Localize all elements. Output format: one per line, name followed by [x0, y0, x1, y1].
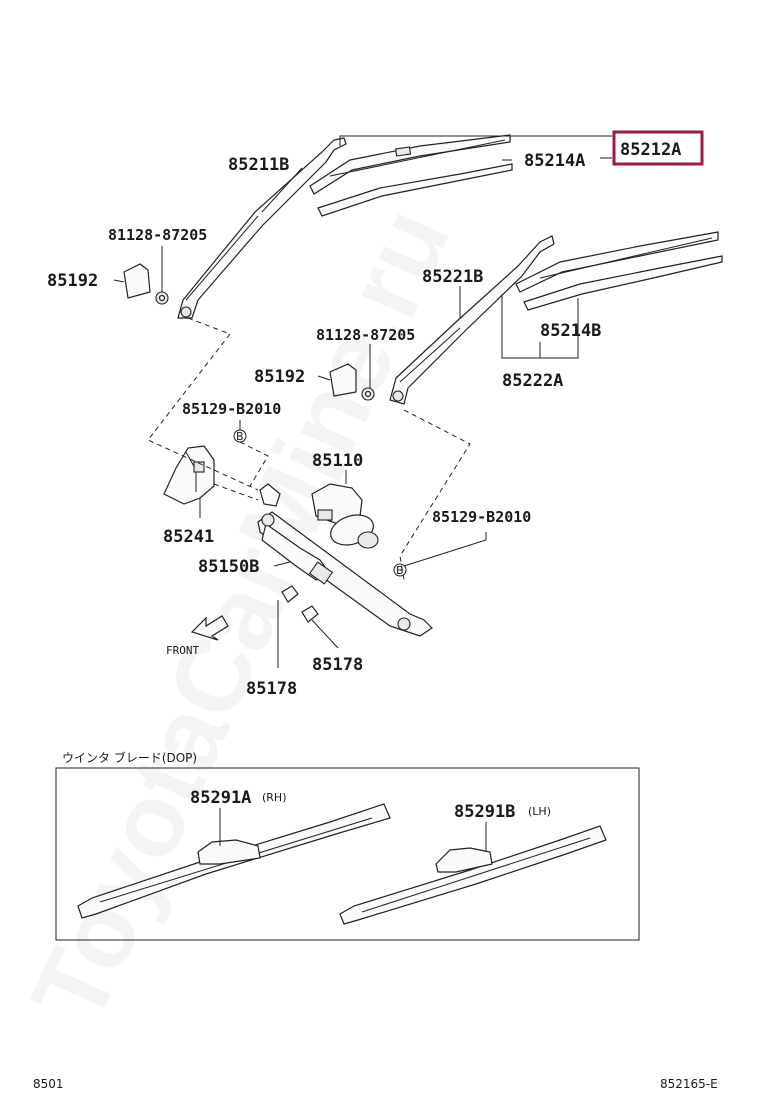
part-85212A[interactable]: 85212A	[620, 140, 681, 160]
part-85150B[interactable]: 85150B	[198, 557, 259, 577]
part-85110[interactable]: 85110	[312, 451, 363, 471]
wiper-blade-right[interactable]	[515, 231, 719, 293]
wiper-arm-left[interactable]	[177, 137, 347, 319]
part-85241[interactable]: 85241	[163, 527, 214, 547]
part-85192-upper[interactable]: 85192	[47, 271, 98, 291]
winter-blade-title: ウインタ ブレード(DOP)	[62, 750, 197, 765]
part-85192-lower[interactable]: 85192	[254, 367, 305, 387]
part-85214A[interactable]: 85214A	[524, 151, 585, 171]
part-85178-right[interactable]: 85178	[312, 655, 363, 675]
pivot-bushing-right[interactable]	[301, 605, 319, 623]
blade-rubber-left[interactable]	[317, 163, 513, 217]
front-arrow-icon	[190, 615, 229, 641]
bracket-85241[interactable]	[163, 445, 259, 505]
ref-bolt-b-upper: B	[233, 429, 247, 443]
pivot-nut-right[interactable]	[361, 387, 375, 401]
part-85222A[interactable]: 85222A	[502, 371, 563, 391]
part-85129-B2010-upper[interactable]: 85129-B2010	[182, 400, 281, 418]
part-85291A[interactable]: 85291A	[190, 788, 251, 808]
part-81128-87205-lower[interactable]: 81128-87205	[316, 326, 415, 344]
part-81128-87205-upper[interactable]: 81128-87205	[108, 226, 207, 244]
winter-blade-rh[interactable]	[77, 803, 391, 919]
part-85221B[interactable]: 85221B	[422, 267, 483, 287]
wiper-arm-right[interactable]	[389, 235, 555, 405]
highlight-box-85212A	[612, 130, 704, 166]
wiper-blade-left[interactable]	[309, 134, 511, 195]
pivot-bushing-left[interactable]	[281, 585, 299, 603]
winter-blade-box	[55, 767, 640, 941]
part-85178-left[interactable]: 85178	[246, 679, 297, 699]
ref-b-upper-text: B	[236, 430, 244, 443]
part-85129-B2010-lower[interactable]: 85129-B2010	[432, 508, 531, 526]
blade-rubber-right[interactable]	[523, 255, 723, 311]
leader-lines	[113, 135, 612, 668]
part-85291B[interactable]: 85291B	[454, 802, 515, 822]
part-85291B-side: (LH)	[528, 805, 551, 818]
pivot-nut-left[interactable]	[155, 291, 169, 305]
front-label: FRONT	[166, 644, 199, 657]
footer-right: 852165-E	[660, 1077, 718, 1091]
ref-b-lower-text: B	[396, 564, 404, 577]
winter-blade-lh[interactable]	[339, 825, 607, 925]
wiper-motor[interactable]	[311, 483, 379, 550]
footer-left: 8501	[33, 1077, 64, 1091]
part-85291A-side: (RH)	[262, 791, 287, 804]
ref-bolt-b-lower: B	[393, 563, 407, 577]
part-85214B[interactable]: 85214B	[540, 321, 601, 341]
wiper-link-assembly[interactable]	[257, 483, 433, 637]
part-85211B[interactable]: 85211B	[228, 155, 289, 175]
pivot-cap-left[interactable]	[123, 263, 151, 299]
dashed-guides	[147, 317, 471, 581]
pivot-cap-right[interactable]	[329, 363, 357, 397]
